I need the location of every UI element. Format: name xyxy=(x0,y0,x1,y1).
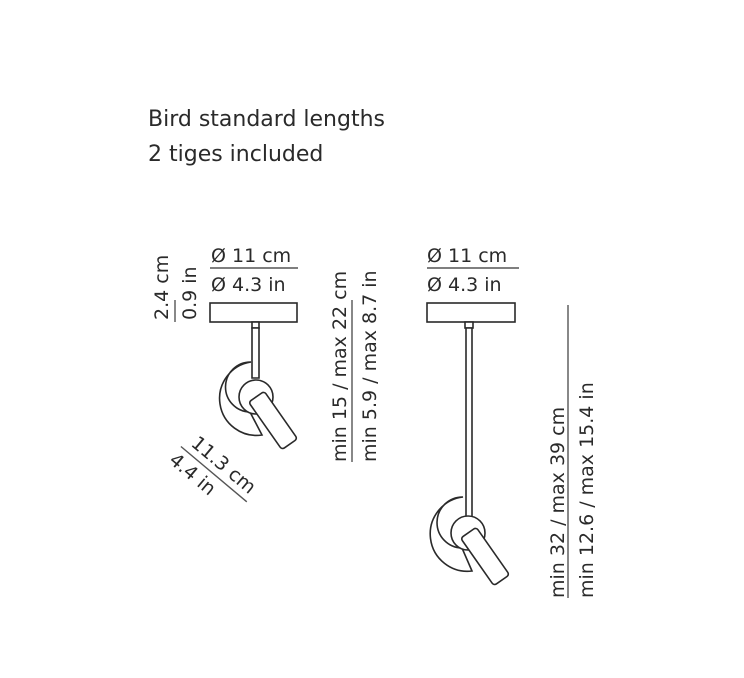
short-lamp-variant: Ø 11 cm Ø 4.3 in 2.4 cm 0.9 in 11.3 cm 4… xyxy=(151,245,381,503)
short-plate-height-cm: 2.4 cm xyxy=(151,255,173,320)
short-stem xyxy=(251,327,260,379)
long-stem-connector xyxy=(464,321,474,329)
title-line-2: 2 tiges included xyxy=(148,142,323,167)
long-stem xyxy=(465,327,473,519)
short-stem-connector xyxy=(251,321,260,329)
long-ceiling-plate xyxy=(426,302,516,323)
short-ceiling-plate xyxy=(209,302,298,323)
short-plate-height-in: 0.9 in xyxy=(179,266,201,320)
short-arc-ring xyxy=(218,361,264,437)
short-diameter-in: Ø 4.3 in xyxy=(211,274,286,296)
short-spot-tube xyxy=(249,391,298,450)
title-line-1: Bird standard lengths xyxy=(148,107,385,132)
short-height-in: min 5.9 / max 8.7 in xyxy=(359,270,381,462)
long-diameter-in: Ø 4.3 in xyxy=(427,274,502,296)
head-length-divider xyxy=(180,445,248,503)
long-lamp-variant: Ø 11 cm Ø 4.3 in min 32 / max 39 cm min … xyxy=(426,245,598,598)
long-arc-ring xyxy=(429,496,474,573)
long-height-cm: min 32 / max 39 cm xyxy=(547,407,569,598)
long-diameter-cm: Ø 11 cm xyxy=(427,245,507,267)
short-height-cm: min 15 / max 22 cm xyxy=(329,271,351,462)
long-height-in: min 12.6 / max 15.4 in xyxy=(576,382,598,598)
short-diameter-cm: Ø 11 cm xyxy=(211,245,291,267)
long-spot-tube xyxy=(461,527,510,586)
